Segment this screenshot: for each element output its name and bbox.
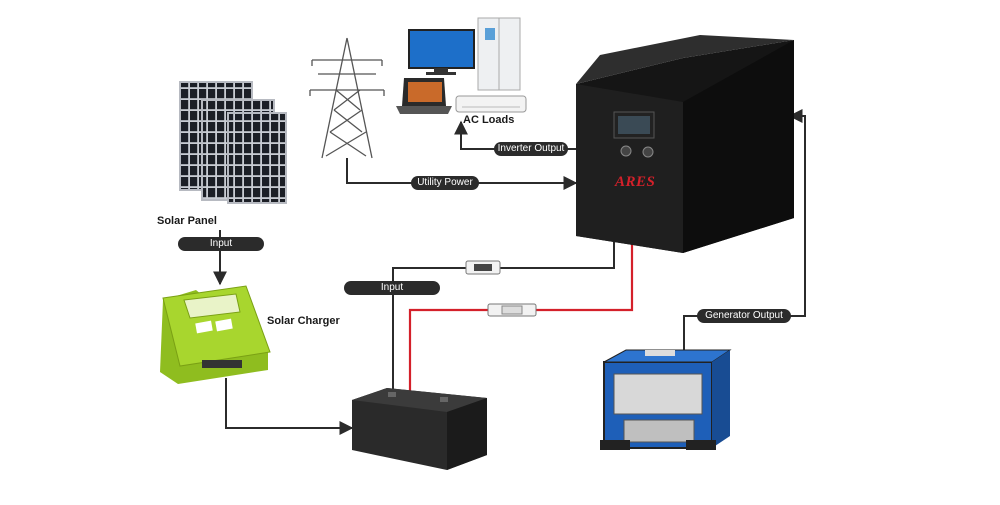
fuse-icon (487, 303, 537, 317)
generator-output-pill: Generator Output (697, 309, 791, 323)
fuse-icon (465, 260, 501, 275)
laptop-icon (396, 78, 452, 114)
solar-panel-label: Solar Panel (157, 215, 217, 227)
wire-utility-to-inverter (346, 158, 578, 190)
solar-charger-icon (160, 285, 271, 384)
wire-battery-negative (392, 236, 615, 392)
inverter-icon (576, 35, 794, 253)
input-solar-pill: Input (178, 237, 264, 251)
transmission-tower-icon (309, 37, 385, 159)
input-battery-pill: Input (344, 281, 440, 295)
solar-panel-icon (179, 81, 287, 204)
ac-loads-label: AC Loads (463, 114, 515, 126)
inverter-output-pill: Inverter Output (494, 142, 568, 156)
wire-generator-to-inverter (683, 109, 806, 356)
refrigerator-icon (477, 17, 521, 91)
brand-logo: ARES (615, 174, 656, 190)
generator-icon (600, 349, 732, 450)
wire-charger-to-battery (225, 378, 354, 435)
battery-icon (352, 388, 487, 470)
monitor-icon (408, 29, 475, 75)
solar-charger-label: Solar Charger (267, 315, 340, 327)
utility-power-pill: Utility Power (411, 176, 479, 190)
air-conditioner-icon (455, 95, 527, 113)
